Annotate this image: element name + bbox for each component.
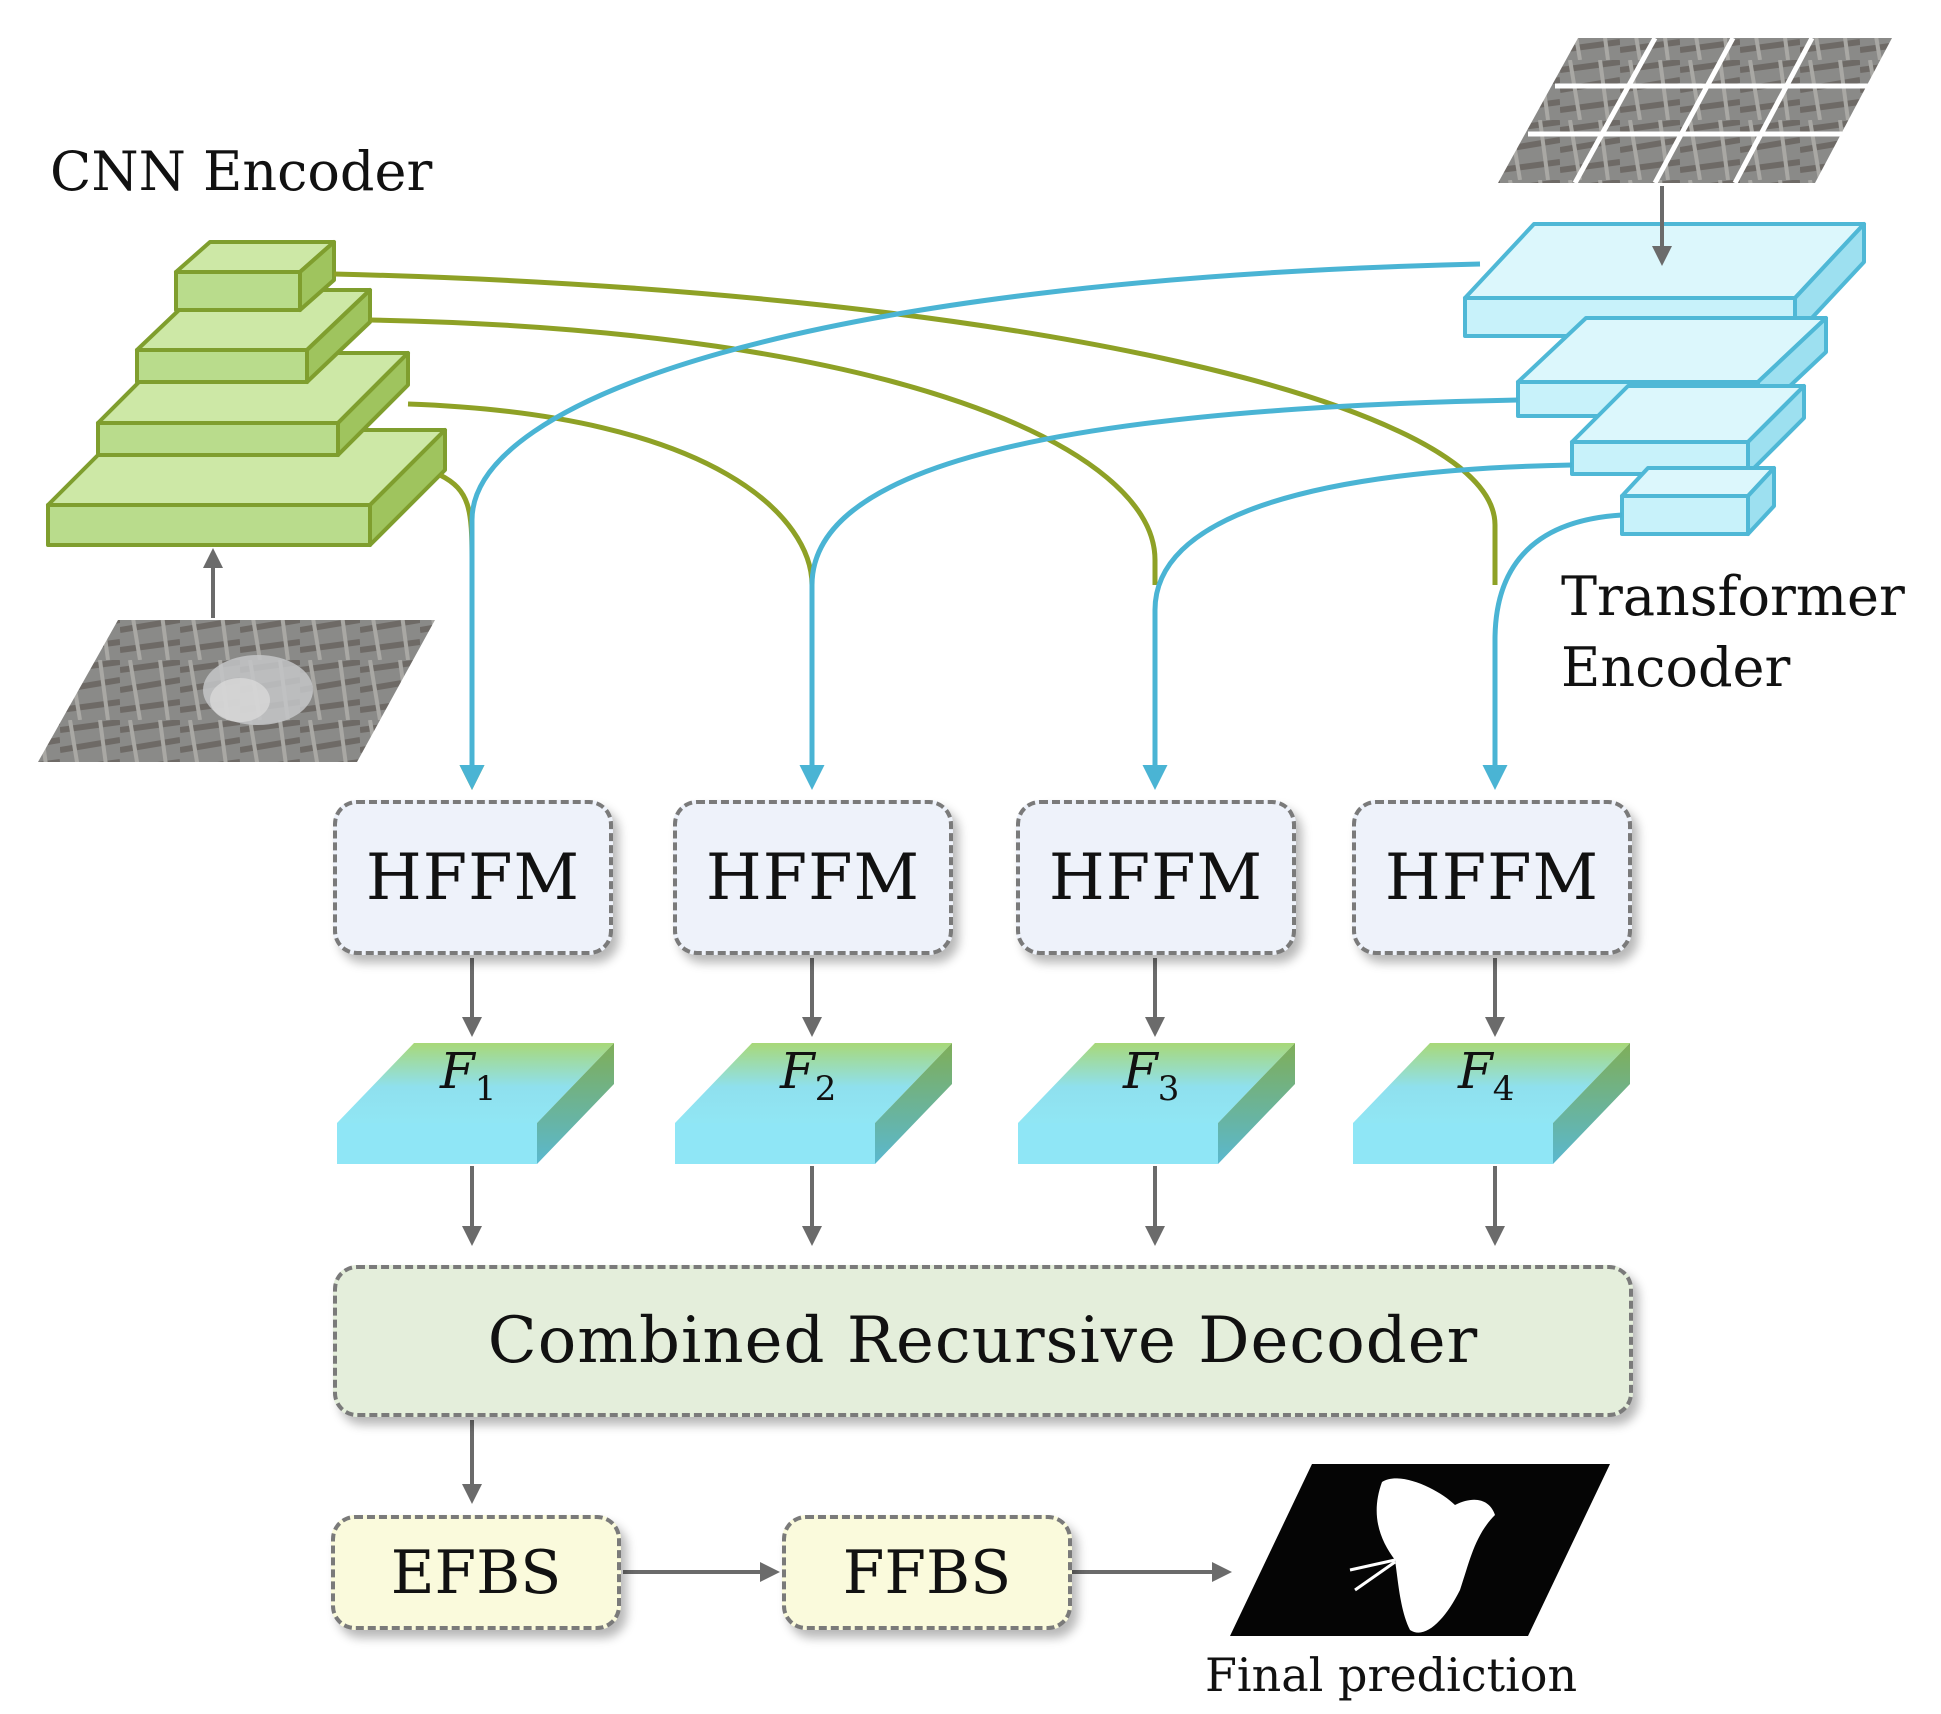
feature-label-4: F4 <box>1458 1042 1515 1109</box>
cnn-encoder-stack <box>46 240 447 547</box>
transformer-to-hffm-3-arrow <box>1142 462 1573 790</box>
hffm-to-feature-arrows <box>462 958 1505 1037</box>
final-prediction-label: Final prediction <box>1205 1648 1578 1702</box>
patch-image <box>1498 36 1892 185</box>
transformer-encoder-stack <box>1463 222 1866 536</box>
feature-to-decoder-arrows <box>462 1166 1505 1246</box>
feature-label-3: F3 <box>1123 1042 1180 1109</box>
ffbs-box: FFBS <box>782 1515 1072 1630</box>
input-image <box>38 620 435 762</box>
transformer-to-hffm-4-arrow <box>1482 512 1623 790</box>
feature-slabs <box>337 1043 1630 1164</box>
transformer-to-hffm-2-arrow <box>799 397 1519 790</box>
feature-slab-3 <box>1018 1043 1295 1164</box>
cnn-to-hffm-1-arrow <box>438 472 485 790</box>
feature-label-1: F1 <box>440 1042 497 1109</box>
feature-slab-2 <box>675 1043 952 1164</box>
hffm-box-3: HFFM <box>1016 800 1296 955</box>
hffm-box-1: HFFM <box>333 800 613 955</box>
combined-recursive-decoder: Combined Recursive Decoder <box>333 1265 1633 1417</box>
final-prediction-mask <box>1230 1464 1610 1636</box>
hffm-box-4: HFFM <box>1352 800 1632 955</box>
transformer-encoder-label-line1: Transformer <box>1561 565 1905 628</box>
transformer-encoder-label-line2: Encoder <box>1561 636 1791 699</box>
feature-slab-1 <box>337 1043 614 1164</box>
cnn-connections <box>333 271 1498 790</box>
transformer-to-hffm-1-arrow <box>459 261 1481 790</box>
feature-slab-4 <box>1353 1043 1630 1164</box>
cnn-encoder-label: CNN Encoder <box>50 140 433 203</box>
transformer-connections <box>459 261 1623 790</box>
hffm-box-2: HFFM <box>673 800 953 955</box>
efbs-box: EFBS <box>331 1515 621 1630</box>
feature-label-2: F2 <box>780 1042 837 1109</box>
